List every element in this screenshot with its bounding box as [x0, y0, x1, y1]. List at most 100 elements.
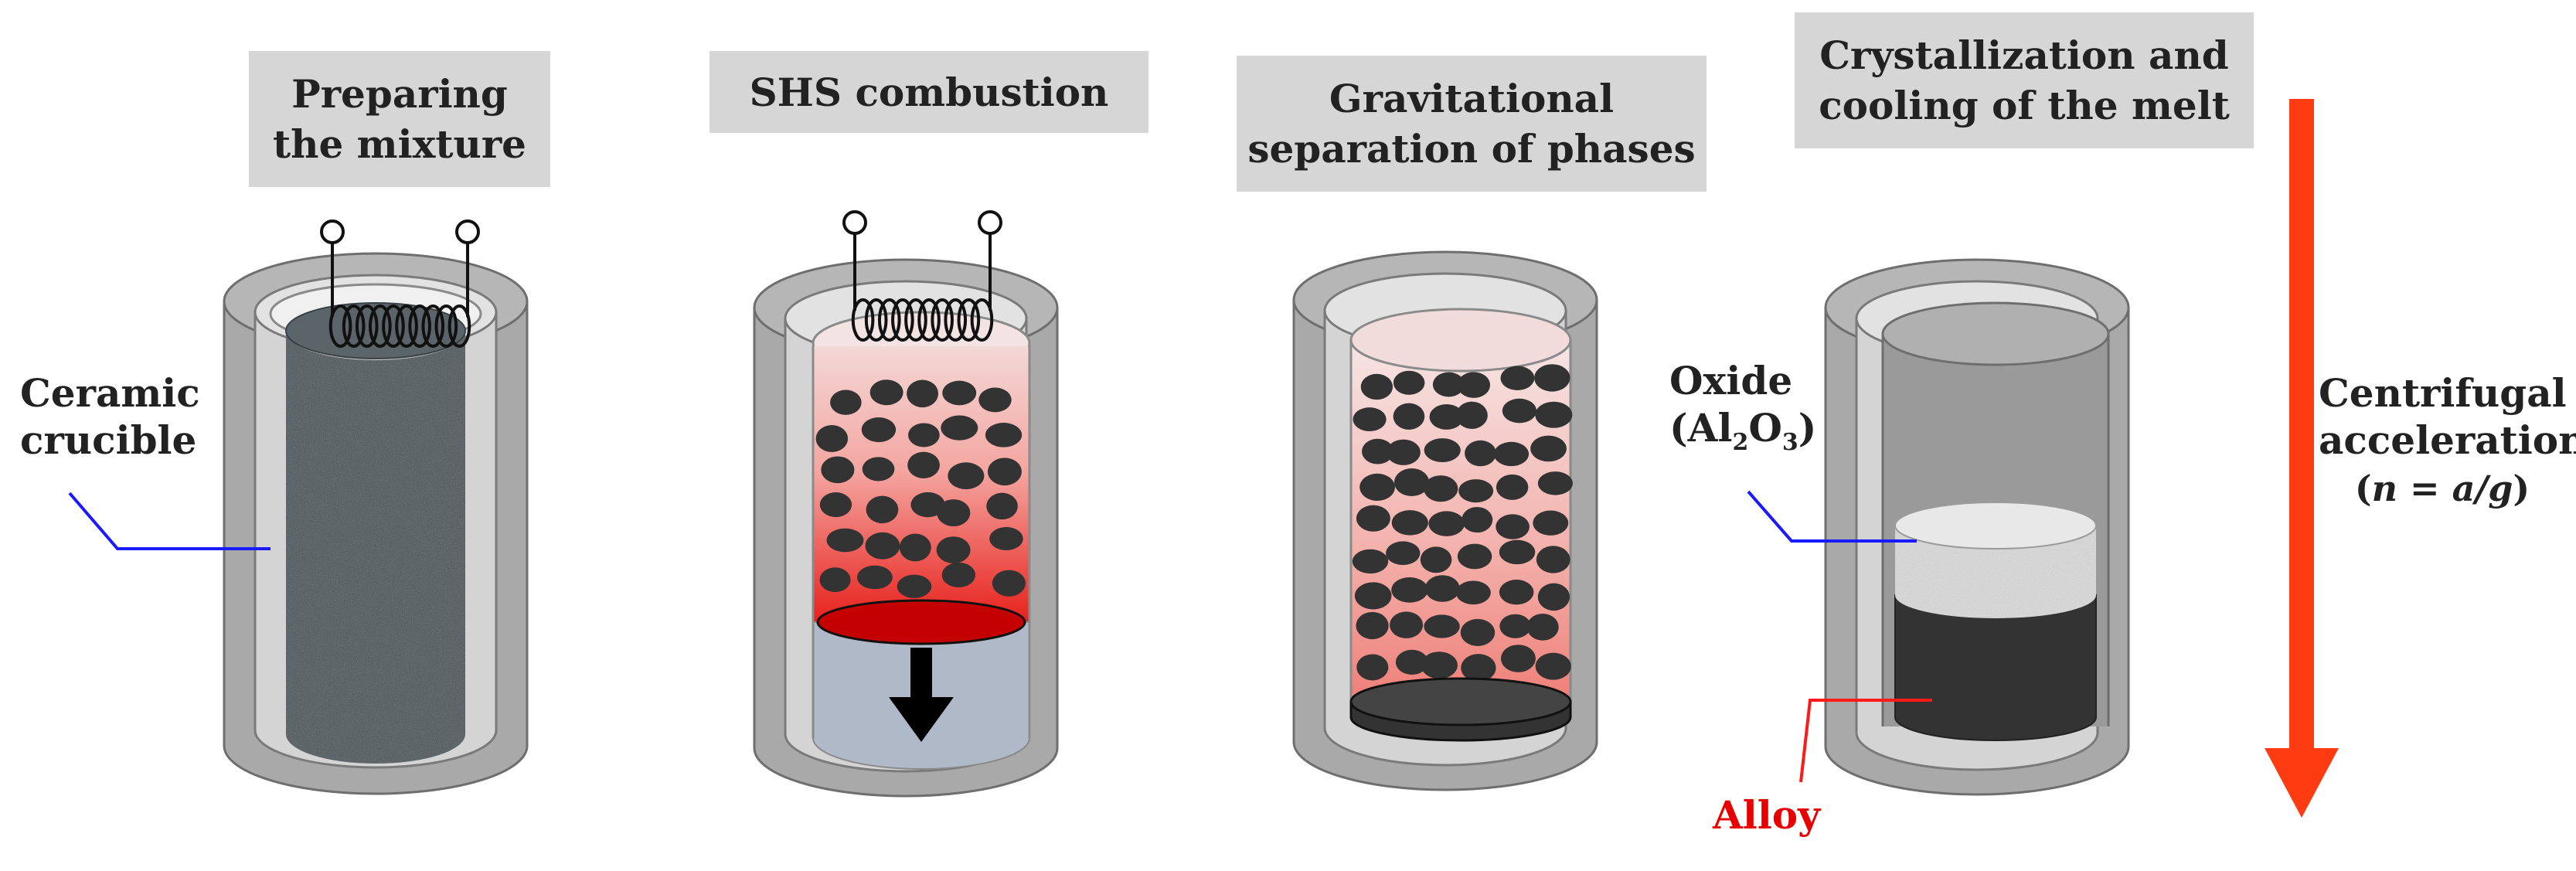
coil-loop [970, 298, 994, 342]
particle [941, 415, 978, 441]
formula-part: ( [2354, 468, 2372, 509]
front-direction-arrow [889, 648, 954, 742]
heating-coil [328, 305, 471, 348]
acceleration-formula: (n = a/g) [2355, 468, 2530, 509]
particle [1493, 441, 1530, 467]
particle [1460, 618, 1496, 646]
particle [830, 390, 862, 415]
particle [1462, 506, 1493, 533]
particle [897, 574, 932, 598]
oxide-grain [1895, 526, 2096, 618]
particle [1428, 511, 1465, 536]
stage-title-line: Gravitational [1329, 76, 1615, 121]
coil-loop [421, 305, 445, 348]
reactant-particles [815, 379, 1026, 598]
crucible-crystallization [1824, 258, 2130, 796]
coil-loop [891, 298, 914, 342]
oxide-formula: (Al2O3) [1669, 405, 1816, 456]
oxide-top [1894, 502, 2097, 549]
formula-subscript: 2 [1732, 429, 1749, 456]
particle [1362, 438, 1394, 464]
cavity-top [1881, 301, 2110, 366]
particle [1424, 575, 1460, 602]
coil-loop [395, 305, 418, 348]
particle [1360, 373, 1393, 400]
particle [1393, 403, 1425, 430]
particle [1424, 614, 1460, 638]
particle [1534, 364, 1570, 392]
particle [1352, 549, 1389, 574]
particle [865, 532, 900, 560]
ignition-coil-2 [842, 210, 1002, 342]
formula-part: O [1748, 405, 1782, 451]
coil-loop [342, 305, 366, 348]
particle [1533, 510, 1569, 536]
stage-title-line: cooling of the melt [1819, 83, 2230, 128]
particle [1496, 514, 1530, 539]
label-line: Centrifugal [2319, 370, 2567, 416]
particle [821, 456, 855, 484]
stage-title-line: Preparing [291, 71, 508, 117]
ignition-coil-1 [320, 219, 480, 348]
centrifugal-arrow [2265, 99, 2339, 818]
alloy-leader-line [1799, 699, 1932, 783]
particle [1359, 473, 1395, 501]
oxide-leader-line [1747, 490, 1917, 543]
stage-title-line: Crystallization and [1819, 32, 2229, 78]
particle [910, 492, 945, 518]
centrifugal-acceleration-label: Centrifugal acceleration (n = a/g) [2319, 369, 2576, 511]
particle [1499, 579, 1534, 605]
electrode-terminal [842, 210, 867, 235]
heating-coil [851, 298, 994, 342]
coil-loop [877, 298, 901, 342]
settled-alloy-top [1349, 677, 1572, 726]
particle [1458, 479, 1494, 503]
particle [1429, 404, 1464, 430]
label-line: Ceramic [20, 370, 200, 416]
particle [1356, 654, 1389, 681]
particle [1421, 652, 1458, 679]
particle [1537, 583, 1570, 611]
particle [989, 527, 1023, 551]
formula-part: n [2371, 468, 2398, 509]
particle [1530, 435, 1567, 462]
coil-loop [369, 305, 392, 348]
particle [907, 451, 940, 478]
particle [987, 458, 1022, 486]
label-line: Alloy [1713, 792, 1821, 838]
melt-top [1349, 308, 1572, 373]
particle [1461, 654, 1496, 682]
formula-part: = [2397, 468, 2452, 509]
particle [1455, 580, 1491, 605]
particle [866, 495, 899, 524]
particle [1391, 577, 1428, 603]
alloy-ingot [1894, 594, 2097, 741]
coil-loop [408, 305, 431, 348]
coil-loop [904, 298, 927, 342]
particle [1496, 474, 1529, 500]
particle [1526, 613, 1559, 641]
particle [1386, 541, 1421, 566]
particle [978, 387, 1012, 413]
particle [1390, 611, 1424, 638]
combustion-front [816, 599, 1026, 645]
metal-droplets [1352, 364, 1573, 682]
particle [941, 562, 976, 588]
electrode-terminal [978, 210, 1002, 235]
crucible-separation [1292, 250, 1598, 791]
particle [1356, 611, 1389, 640]
coil-loop [355, 305, 379, 348]
particle [1393, 370, 1425, 395]
coil-loop [957, 298, 981, 342]
particle [1356, 505, 1390, 532]
particle [1500, 366, 1535, 390]
particle [869, 379, 903, 406]
ceramic-crucible-label: Ceramic crucible [20, 369, 200, 464]
particle [1353, 407, 1387, 432]
crucible-leader-line [68, 492, 271, 550]
particle [1499, 539, 1536, 565]
particle [1537, 471, 1573, 495]
particle [908, 423, 940, 447]
